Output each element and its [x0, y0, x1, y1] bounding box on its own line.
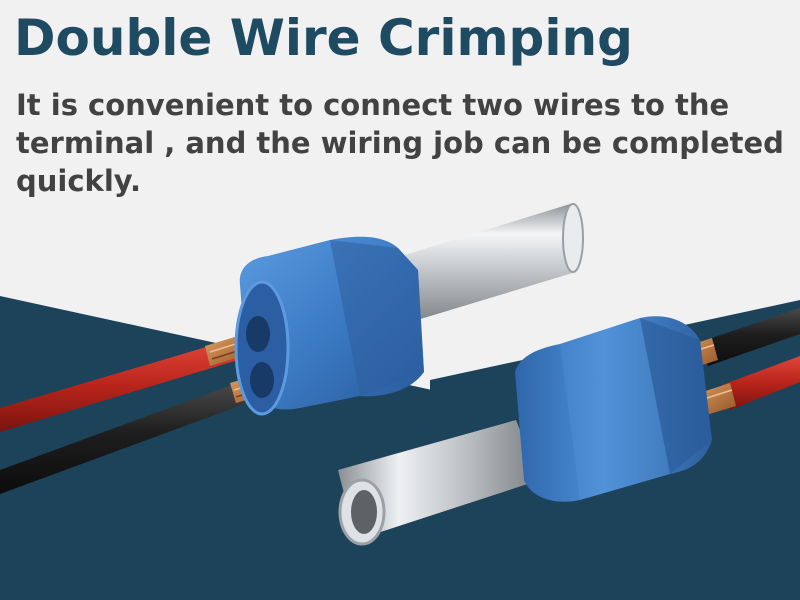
page-title: Double Wire Crimping	[14, 9, 633, 67]
page-subtitle: It is convenient to connect two wires to…	[16, 88, 784, 198]
ferrule-tube-left	[395, 203, 584, 324]
double-wire-ferrule-icon	[0, 203, 584, 494]
ferrule-collar-left	[234, 236, 424, 416]
bootlace-ferrule-icon	[338, 308, 800, 546]
ferrule-tube-right	[338, 420, 540, 546]
ferrule-collar-right	[515, 316, 712, 502]
